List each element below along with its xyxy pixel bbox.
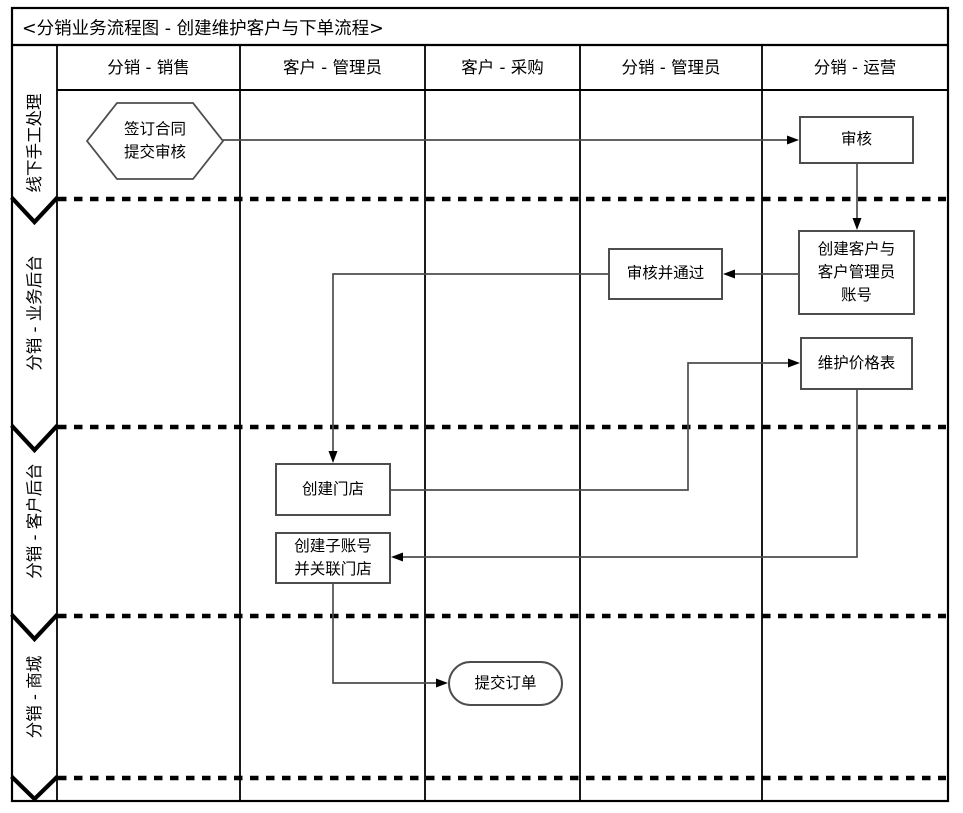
column-divider-lines xyxy=(56,45,763,801)
arrow-right-icon xyxy=(787,135,799,145)
lane-label-mall: 分销 - 商城 xyxy=(25,655,44,739)
arrow-down-icon xyxy=(852,218,862,230)
lane-divider-dashed-lines xyxy=(58,196,946,781)
arrow-right-icon xyxy=(788,358,800,368)
column-header-distribution-sales: 分销 - 销售 xyxy=(107,58,190,77)
arrow-down-icon xyxy=(328,451,338,463)
column-header-customer-admin: 客户 - 管理员 xyxy=(283,58,382,77)
column-header-distribution-admin: 分销 - 管理员 xyxy=(621,58,721,77)
node-maintain-price-list: 维护价格表 xyxy=(800,337,913,390)
chevron-down-icon xyxy=(10,424,59,454)
column-header-distribution-ops: 分销 - 运营 xyxy=(813,58,897,77)
hexagon-node-outline xyxy=(85,102,225,180)
node-audit-and-pass: 审核并通过 xyxy=(608,248,723,300)
chevron-down-icon xyxy=(10,196,59,226)
outer-border xyxy=(10,6,950,803)
node-create-subaccount-link-store: 创建子账号 并关联门店 xyxy=(275,532,391,584)
node-audit: 审核 xyxy=(799,116,914,164)
arrow-left-icon xyxy=(391,552,403,562)
node-sign-contract-submit-audit: 签订合同 提交审核 xyxy=(123,119,186,161)
arrow-left-icon xyxy=(723,269,735,279)
arrow-right-icon xyxy=(436,678,448,688)
node-submit-order: 提交订单 xyxy=(448,661,563,706)
column-header-customer-purchasing: 客户 - 采购 xyxy=(461,58,544,77)
node-create-customer-and-admin-account: 创建客户与 客户管理员 账号 xyxy=(798,230,915,315)
lane-label-customer-backend: 分销 - 客户后台 xyxy=(25,463,44,579)
connector-lines xyxy=(223,139,858,684)
phase-chevron-icons xyxy=(10,196,59,802)
chevron-down-icon xyxy=(10,613,59,643)
chevron-down-icon xyxy=(10,775,59,802)
lane-label-business-backend: 分销 - 业务后台 xyxy=(25,255,44,371)
diagram-title: <分销业务流程图 - 创建维护客户与下单流程> xyxy=(22,19,384,39)
connector-arrowheads xyxy=(328,135,862,688)
node-create-store: 创建门店 xyxy=(275,463,391,516)
